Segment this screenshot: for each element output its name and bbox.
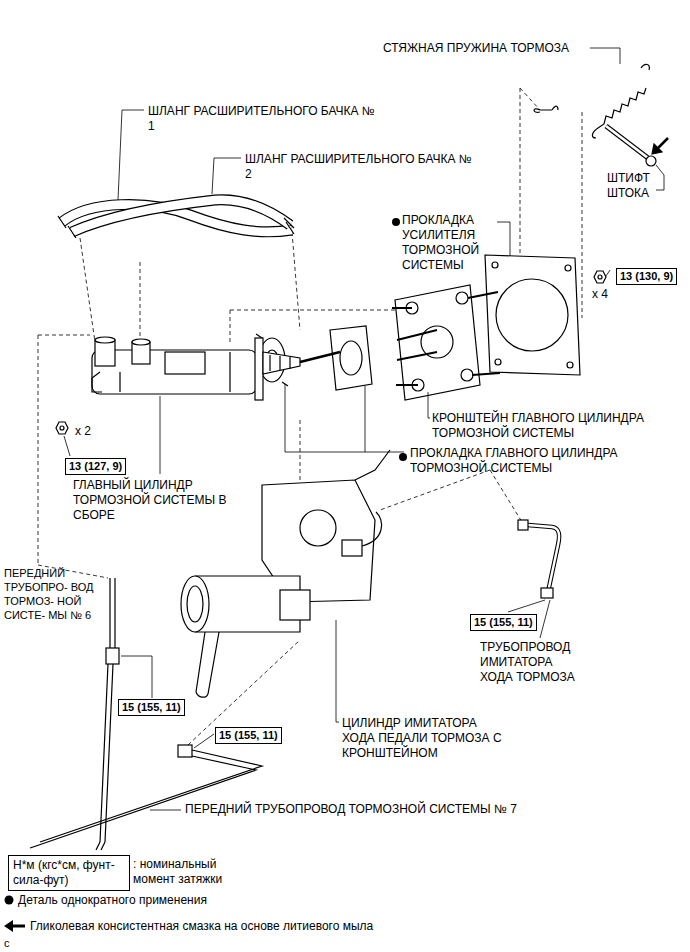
part-label: ПЕРЕДНИЙ ТРУБОПРО- ВОД ТОРМОЗ- НОЙ СИСТЕ… xyxy=(4,566,94,622)
part-label: ПРОКЛАДКА УСИЛИТЕЛЯ ТОРМОЗНОЙ СИСТЕМЫ xyxy=(402,213,492,273)
part-label: СТЯЖНАЯ ПРУЖИНА ТОРМОЗА xyxy=(383,41,569,56)
box-text: 15 (155, 11) xyxy=(219,729,278,742)
part-label: КРОНШТЕЙН ГЛАВНОГО ЦИЛИНДРА ТОРМОЗНОЙ СИ… xyxy=(432,411,667,441)
part-label: ПЕРЕДНИЙ ТРУБОПРОВОД ТОРМОЗНОЙ СИСТЕМЫ №… xyxy=(185,802,517,817)
box-text: 13 (127, 9) xyxy=(69,460,122,473)
legend-torque-box: Н*м (кгс*см, фунт-сила-фут) xyxy=(8,855,130,891)
part-label: ТРУБОПРОВОД ИМИТАТОРА ХОДА ТОРМОЗА xyxy=(480,640,584,685)
legend-text: Гликолевая консистентная смазка на основ… xyxy=(30,919,373,934)
part-label: ЦИЛИНДР ИМИТАТОРА ХОДА ПЕДАЛИ ТОРМОЗА С … xyxy=(342,716,510,761)
master-cylinder-bracket xyxy=(392,285,500,400)
reservoir-hoses xyxy=(58,200,294,238)
legend-text: : номинальный момент затяжки xyxy=(133,857,233,887)
part-label: ШТИФТ ШТОКА xyxy=(607,171,659,201)
part-label: ШЛАНГ РАСШИРИТЕЛЬНОГО БАЧКА № 1 xyxy=(148,104,378,134)
front-brake-pipe-7 xyxy=(30,745,262,848)
torque-box: 15 (155, 11) xyxy=(118,699,185,716)
front-brake-pipe-6 xyxy=(96,578,119,850)
master-cylinder-gaskets xyxy=(256,326,372,390)
legend-arrow-symbol xyxy=(4,920,25,932)
part-label: ГЛАВНЫЙ ЦИЛИНДР ТОРМОЗНОЙ СИСТЕМЫ В СБОР… xyxy=(73,478,248,523)
box-text: Н*м (кгс*см, фунт-сила-фут) xyxy=(13,858,125,888)
master-cylinder xyxy=(92,337,340,400)
stroke-simulator xyxy=(181,450,390,697)
box-text: 15 (155, 11) xyxy=(122,701,181,714)
one-time-use-dot xyxy=(399,453,407,461)
legend-text: Деталь однократного применения xyxy=(18,893,207,908)
part-label: ШЛАНГ РАСШИРИТЕЛЬНОГО БАЧКА № 2 xyxy=(245,152,475,182)
torque-box: 13 (130, 9) xyxy=(616,268,677,285)
part-label: ПРОКЛАДКА ГЛАВНОГО ЦИЛИНДРА ТОРМОЗНОЙ СИ… xyxy=(410,446,650,476)
quantity-label: x 4 xyxy=(592,287,608,302)
figure-code: c xyxy=(4,936,10,950)
nut xyxy=(594,271,606,283)
simulator-pipe xyxy=(518,520,559,598)
torque-box: 15 (155, 11) xyxy=(470,614,537,631)
spring-and-pin xyxy=(534,64,668,166)
booster-gasket xyxy=(485,255,580,375)
one-time-use-dot xyxy=(392,218,400,226)
torque-box: 13 (127, 9) xyxy=(65,458,126,475)
box-text: 13 (130, 9) xyxy=(620,270,673,283)
box-text: 15 (155, 11) xyxy=(474,616,533,629)
quantity-label: x 2 xyxy=(75,424,91,439)
nut xyxy=(56,422,68,434)
legend-dot-symbol xyxy=(5,896,14,905)
torque-box: 15 (155, 11) xyxy=(215,727,282,744)
